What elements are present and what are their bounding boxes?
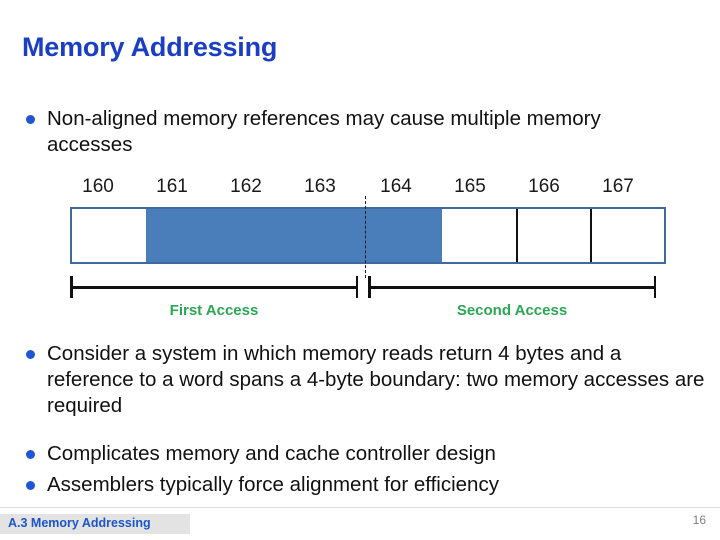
bullet-text-3: Complicates memory and cache controller … [47,442,496,465]
memory-cell-167 [590,209,664,262]
memory-cell-162 [220,209,294,262]
bracket-bar [70,286,358,289]
address-label-163: 163 [304,176,336,197]
footer-band [0,514,190,534]
memory-cell-161 [146,209,220,262]
bullet-dot-icon [26,481,35,490]
page-number: 16 [692,513,706,527]
bullet-text-4: Assemblers typically force alignment for… [47,473,499,496]
page-title: Memory Addressing [22,32,278,62]
address-label-162: 162 [230,176,262,197]
bullet-text-2: Consider a system in which memory reads … [47,342,705,417]
bullet-text-1: Non-aligned memory references may cause … [47,107,601,156]
memory-cell-164 [368,209,442,262]
bullet-item-2: Consider a system in which memory reads … [26,341,706,419]
second-access-label: Second Access [456,302,568,319]
memory-byte-row [70,207,666,264]
bracket-bar [368,286,656,289]
address-label-166: 166 [528,176,560,197]
footer-section-label: A.3 Memory Addressing [8,516,151,530]
address-label-row: 160 161 162 163 164 165 166 167 [60,176,668,204]
second-access-bracket [368,276,656,298]
bracket-cap-right-icon [653,276,656,298]
memory-cell-166 [516,209,590,262]
bullet-dot-icon [26,450,35,459]
address-label-167: 167 [602,176,634,197]
memory-cell-163 [294,209,368,262]
bullet-dot-icon [26,350,35,359]
bracket-cap-right-icon [355,276,358,298]
address-label-160: 160 [82,176,114,197]
memory-layout-diagram: 160 161 162 163 164 165 166 167 First Ac… [60,176,668,326]
address-label-161: 161 [156,176,188,197]
bullet-item-4: Assemblers typically force alignment for… [26,472,686,498]
bullet-item-3: Complicates memory and cache controller … [26,441,686,467]
address-label-164: 164 [380,176,412,197]
first-access-bracket [70,276,358,298]
first-access-label: First Access [169,302,259,319]
memory-cell-165 [442,209,516,262]
word-boundary-dashed-line [365,196,366,278]
address-label-165: 165 [454,176,486,197]
bullet-dot-icon [26,115,35,124]
footer-divider [0,507,720,508]
bullet-item-1: Non-aligned memory references may cause … [26,106,676,158]
memory-cell-160 [72,209,146,262]
